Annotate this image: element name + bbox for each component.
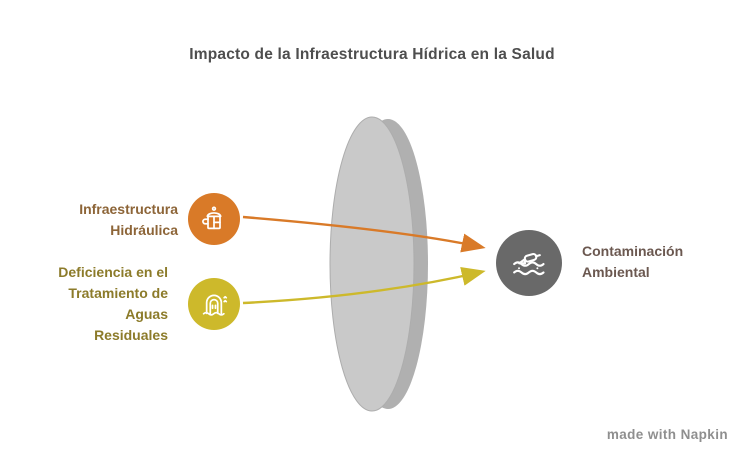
- input1-label: Infraestructura Hidráulica: [30, 199, 178, 241]
- output-node: [496, 230, 562, 296]
- input1-node: [188, 193, 240, 245]
- input2-label-line2: Tratamiento de: [68, 285, 168, 301]
- input2-label-line4: Residuales: [94, 327, 168, 343]
- input2-label-line3: Aguas: [125, 306, 168, 322]
- napkin-watermark[interactable]: made with Napkin: [606, 427, 728, 442]
- floating-debris-icon: [513, 252, 545, 276]
- input2-node: [188, 278, 240, 330]
- input1-label-line1: Infraestructura: [79, 201, 178, 217]
- output-label-line2: Ambiental: [582, 264, 650, 280]
- lens-shape: [329, 116, 428, 412]
- diagram-title: Impacto de la Infraestructura Hídrica en…: [189, 46, 555, 63]
- input2-label-line1: Deficiencia en el: [58, 264, 168, 280]
- input2-label: Deficiencia en el Tratamiento de Aguas R…: [12, 262, 168, 346]
- input1-label-line2: Hidráulica: [110, 222, 178, 238]
- flooded-structure-icon: [202, 294, 228, 316]
- output-label-line1: Contaminación: [582, 243, 684, 259]
- water-facility-icon: [202, 206, 222, 230]
- output-label: Contaminación Ambiental: [582, 241, 732, 283]
